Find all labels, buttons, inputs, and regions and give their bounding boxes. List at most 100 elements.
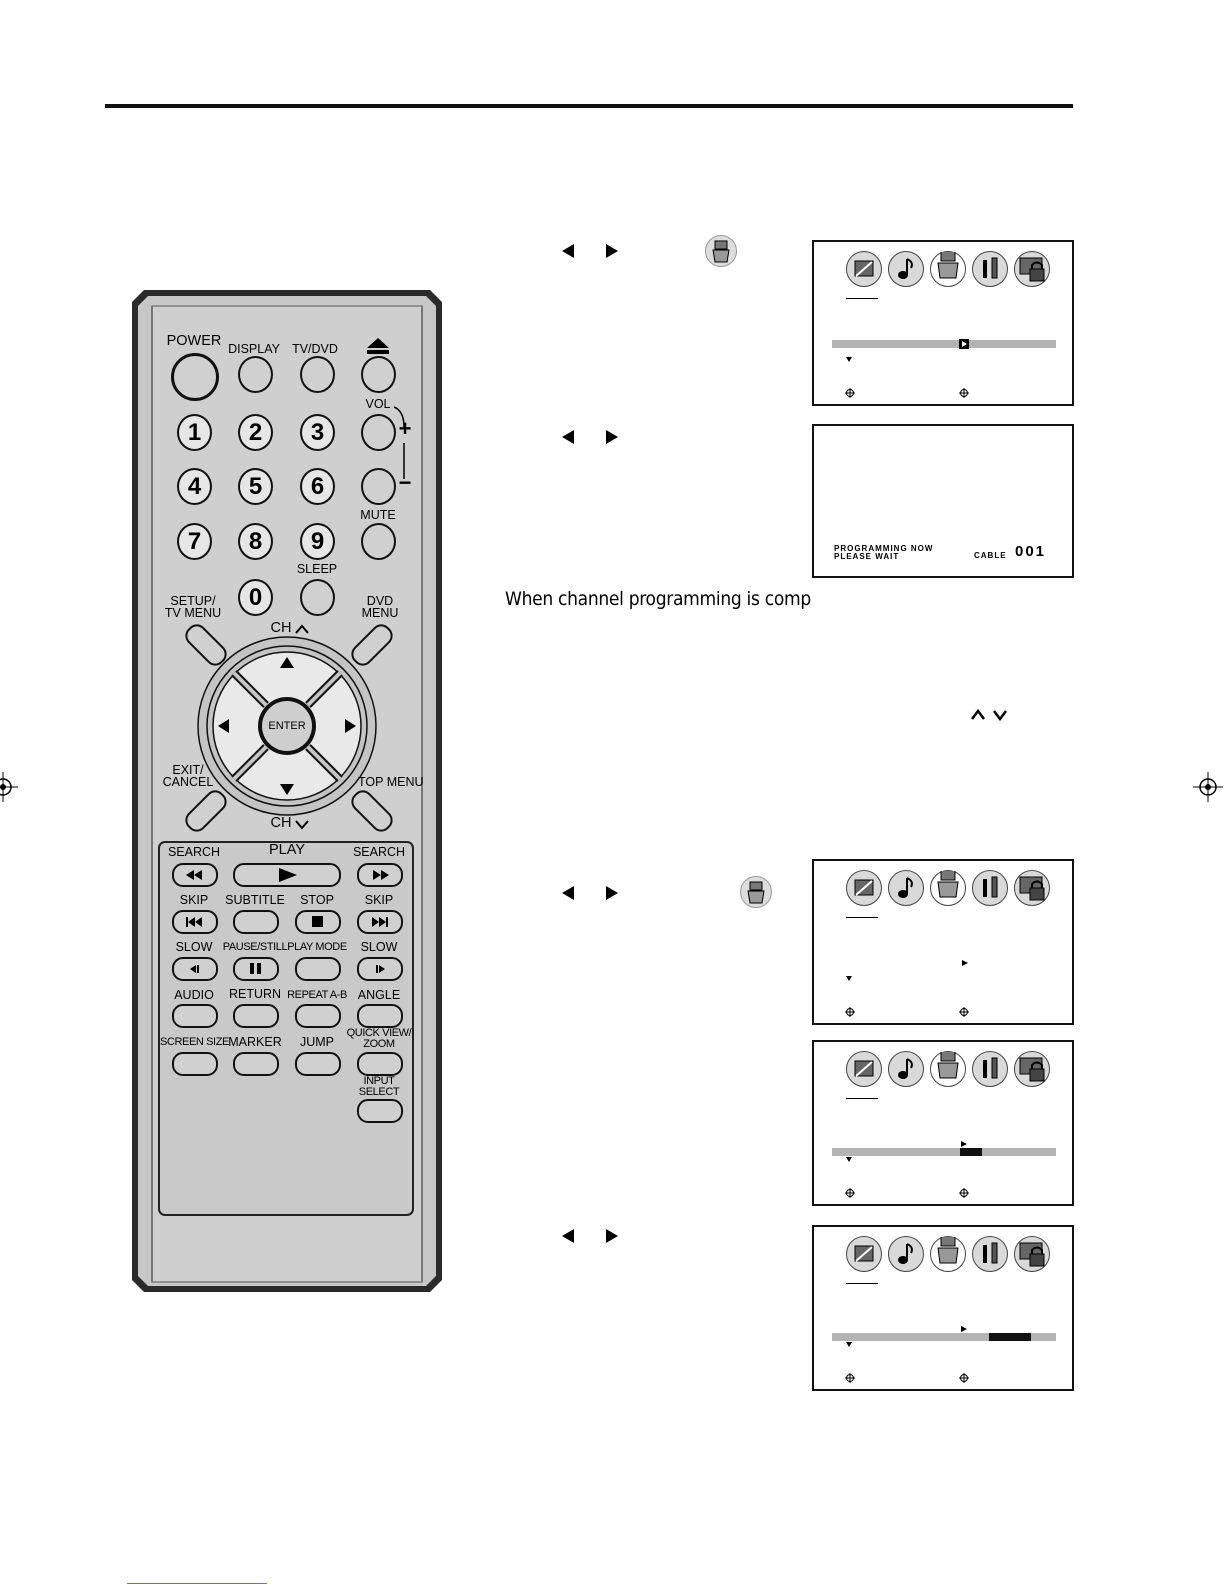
- digit-5-button[interactable]: 5: [238, 468, 273, 505]
- audio-button[interactable]: [172, 1004, 218, 1028]
- repeat-ab-button[interactable]: [295, 1004, 341, 1028]
- marker-button[interactable]: [233, 1052, 279, 1076]
- return-button[interactable]: [233, 1004, 279, 1028]
- search-fwd-button[interactable]: [357, 863, 403, 887]
- nav-hint-icon: [845, 388, 855, 398]
- audio-icon: [888, 1051, 924, 1087]
- channel-icon: [930, 1050, 966, 1087]
- ch-down-chevron-icon: [295, 820, 309, 830]
- pause-still-button[interactable]: [233, 957, 279, 981]
- nav-left-button[interactable]: [210, 700, 240, 752]
- angle-button[interactable]: [357, 1004, 403, 1028]
- screen-size-button[interactable]: [172, 1052, 218, 1076]
- registration-mark-right-icon: [1193, 772, 1223, 802]
- slow-fwd-button[interactable]: [357, 957, 403, 981]
- sleep-button[interactable]: [300, 579, 335, 616]
- audio-icon: [888, 870, 924, 906]
- power-button[interactable]: [171, 353, 219, 401]
- sleep-label: SLEEP: [296, 562, 338, 576]
- select-hint-icon: [959, 1007, 969, 1017]
- vol-plus-label: +: [398, 416, 412, 441]
- nav-down-button[interactable]: [262, 772, 314, 802]
- channel-icon: [930, 869, 966, 906]
- subtitle-label: SUBTITLE: [225, 893, 285, 907]
- nav-right-button[interactable]: [334, 700, 364, 752]
- stop-label: STOP: [300, 893, 334, 907]
- marker-label: MARKER: [228, 1035, 282, 1049]
- ch-up-chevron-icon: [295, 624, 309, 634]
- enter-button[interactable]: ENTER: [268, 720, 306, 732]
- digit-0-button[interactable]: 0: [238, 579, 273, 616]
- exit-label: EXIT/ CANCEL: [158, 764, 218, 789]
- digit-4-button[interactable]: 4: [177, 468, 212, 505]
- vol-down-button[interactable]: [361, 468, 396, 505]
- programming-line2: PLEASE WAIT: [834, 552, 900, 561]
- nav-up-button[interactable]: [262, 650, 314, 680]
- setup-icon: [972, 251, 1008, 287]
- down-cursor-icon: [846, 1342, 852, 1347]
- play-button[interactable]: [233, 863, 341, 887]
- search-rev-button[interactable]: [172, 863, 218, 887]
- top-menu-label: TOP MENU: [358, 775, 424, 789]
- lock-icon: [1014, 1051, 1050, 1087]
- digit-3-button[interactable]: 3: [300, 414, 335, 451]
- subtitle-button[interactable]: [233, 910, 279, 934]
- digit-8-button[interactable]: 8: [238, 523, 273, 560]
- eject-button[interactable]: [361, 356, 396, 393]
- input-select-line1: INPUT: [363, 1075, 395, 1087]
- vol-up-button[interactable]: [361, 414, 396, 451]
- mute-label: MUTE: [360, 508, 396, 522]
- dvd-menu-line2: MENU: [361, 606, 399, 620]
- digit-6-button[interactable]: 6: [300, 468, 335, 505]
- input-select-line2: SELECT: [358, 1086, 400, 1098]
- setup-icon: [972, 1236, 1008, 1272]
- nav-hint-icon: [845, 1373, 855, 1383]
- skip-back-label: SKIP: [179, 893, 209, 907]
- down-cursor-icon: [846, 976, 852, 981]
- play-icon: [279, 868, 297, 882]
- select-hint-icon: [959, 1373, 969, 1383]
- fast-forward-icon: [373, 870, 389, 880]
- digit-7-button[interactable]: 7: [177, 523, 212, 560]
- select-hint-icon: [959, 1188, 969, 1198]
- right-cursor-icon: [961, 1141, 967, 1147]
- skip-forward-icon: [372, 917, 388, 927]
- menu-screen-2: [812, 859, 1074, 1025]
- display-button[interactable]: [238, 356, 273, 393]
- mute-button[interactable]: [361, 523, 396, 560]
- search-rev-label: SEARCH: [167, 845, 221, 859]
- stop-button[interactable]: [295, 910, 341, 934]
- vol-label: VOL: [365, 397, 391, 411]
- quick-view-zoom-button[interactable]: [357, 1052, 403, 1076]
- skip-back-icon: [186, 917, 202, 927]
- skip-fwd-button[interactable]: [357, 910, 403, 934]
- quick-view-label: QUICK VIEW/ ZOOM: [344, 1028, 414, 1050]
- setup-icon: [972, 870, 1008, 906]
- quick-view-line2: ZOOM: [363, 1038, 395, 1050]
- cable-channel-number: 001: [1015, 543, 1047, 560]
- tab-underline: [846, 1283, 878, 1284]
- left-right-arrows-icon-2: [562, 430, 618, 444]
- input-select-button[interactable]: [357, 1099, 403, 1123]
- right-cursor-icon: [962, 960, 968, 966]
- highlight-segment: [960, 1148, 982, 1156]
- digit-9-button[interactable]: 9: [300, 523, 335, 560]
- tvdvd-button[interactable]: [300, 356, 335, 393]
- digit-1-button[interactable]: 1: [177, 414, 212, 451]
- angle-label: ANGLE: [357, 988, 401, 1002]
- audio-icon: [888, 251, 924, 287]
- selection-bar: [832, 1333, 1056, 1341]
- search-fwd-label: SEARCH: [352, 845, 406, 859]
- left-right-arrows-icon: [562, 244, 618, 258]
- play-mode-button[interactable]: [295, 957, 341, 981]
- exit-label-line2: CANCEL: [162, 775, 214, 789]
- highlight-segment: [989, 1333, 1031, 1341]
- pause-still-label: PAUSE/STILL: [222, 941, 288, 953]
- power-label: POWER: [166, 333, 222, 349]
- setup-label-line1: SETUP/: [170, 594, 216, 608]
- tab-underline: [846, 298, 878, 299]
- skip-back-button[interactable]: [172, 910, 218, 934]
- digit-2-button[interactable]: 2: [238, 414, 273, 451]
- jump-button[interactable]: [295, 1052, 341, 1076]
- slow-rev-button[interactable]: [172, 957, 218, 981]
